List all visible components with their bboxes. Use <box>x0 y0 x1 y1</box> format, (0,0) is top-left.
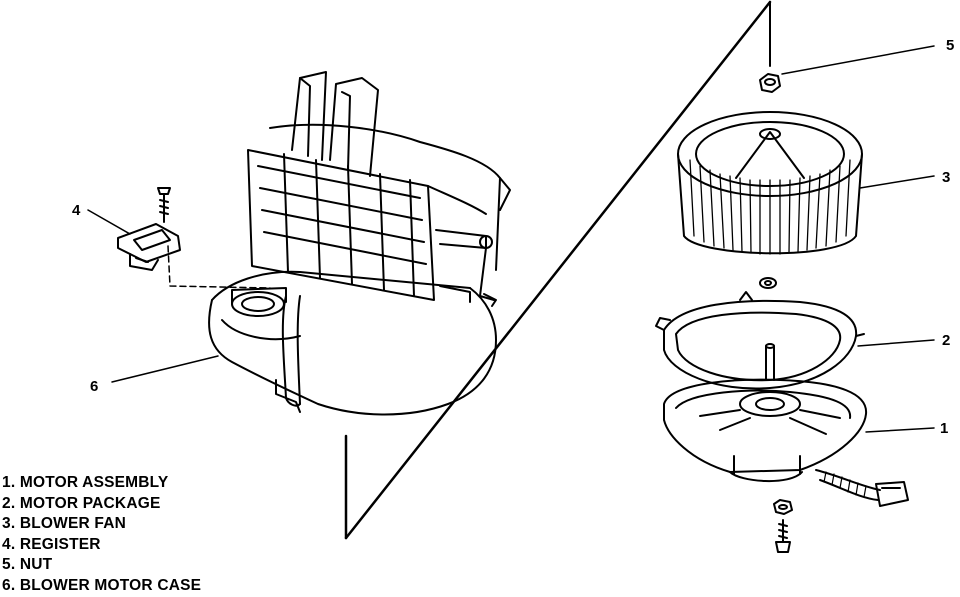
leader-line-5 <box>781 45 935 75</box>
callout-2: 2 <box>942 332 950 349</box>
bottom-nut <box>773 499 793 515</box>
blower-fan <box>677 111 863 255</box>
motor-package <box>655 291 865 390</box>
explode-divider-line <box>344 0 772 540</box>
callout-4: 4 <box>72 202 81 219</box>
leader-line-3 <box>859 175 935 189</box>
legend-item-motor-package: 2. MOTOR PACKAGE <box>2 494 161 512</box>
legend-item-motor-assembly: 1. MOTOR ASSEMBLY <box>2 474 169 491</box>
legend-item-nut: 5. NUT <box>2 556 53 574</box>
callout-3: 3 <box>942 169 950 186</box>
register-screw <box>157 187 171 223</box>
leader-line-2 <box>857 339 935 347</box>
register <box>117 223 271 289</box>
bottom-screw <box>775 519 791 553</box>
callout-1: 1 <box>940 420 948 437</box>
motor-assembly <box>663 378 909 507</box>
parts-legend: 1. MOTOR ASSEMBLY 2. MOTOR PACKAGE 3. BL… <box>2 473 201 597</box>
nut <box>759 73 781 93</box>
leader-line-1 <box>865 427 935 433</box>
legend-item-blower-fan: 3. BLOWER FAN <box>2 515 127 533</box>
leader-line-6 <box>111 355 219 383</box>
callout-5: 5 <box>946 37 954 54</box>
blower-motor-case <box>208 71 511 416</box>
washer <box>759 277 777 289</box>
legend-item-register: 4. REGISTER <box>2 535 101 553</box>
callout-6: 6 <box>90 378 98 395</box>
legend-item-blower-motor-case: 6. BLOWER MOTOR CASE <box>2 576 202 594</box>
leader-line-4 <box>87 209 131 235</box>
